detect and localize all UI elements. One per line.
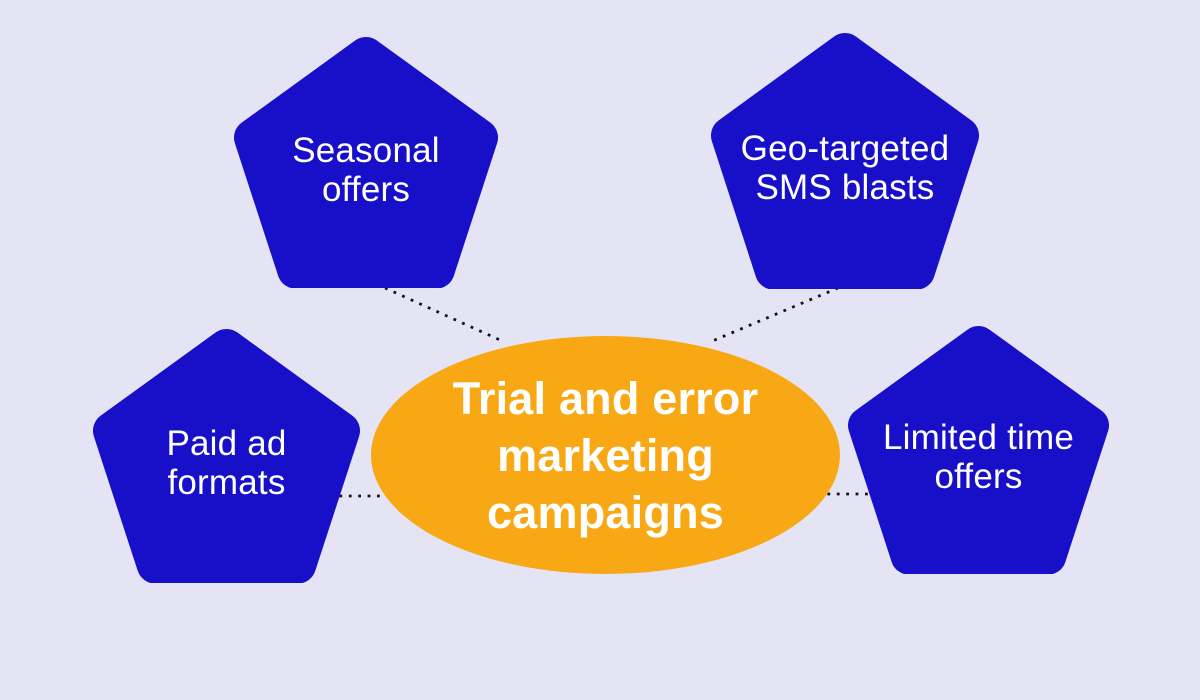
node-label-line: SMS blasts — [755, 168, 935, 207]
node-seasonal-offers: Seasonal offers — [234, 37, 498, 288]
node-label: Seasonal offers — [234, 44, 498, 295]
node-label-line: Paid ad — [166, 424, 287, 463]
node-label: Paid ad formats — [93, 336, 360, 590]
pentagon-icon — [711, 33, 979, 289]
node-label-line: Limited time — [882, 418, 1075, 457]
connector-seasonal-offers — [384, 286, 501, 342]
node-label-line: formats — [167, 463, 286, 502]
center-label-line: marketing — [497, 429, 714, 481]
pentagon-shape — [711, 33, 979, 289]
pentagon-icon — [234, 37, 498, 288]
node-paid-ad-formats: Paid ad formats — [93, 329, 360, 583]
node-limited-time-offers: Limited time offers — [848, 326, 1109, 574]
pentagon-shape — [234, 37, 498, 288]
pentagon-shape — [848, 326, 1109, 574]
center-label-line: campaigns — [487, 486, 724, 538]
node-label: Limited time offers — [848, 333, 1109, 581]
pentagon-shape — [93, 329, 360, 583]
node-label-line: offers — [934, 457, 1023, 496]
pentagon-icon — [93, 329, 360, 583]
pentagon-icon — [848, 326, 1109, 574]
node-geo-targeted-sms-blasts: Geo-targeted SMS blasts — [711, 33, 979, 289]
node-label-line: Geo-targeted — [740, 129, 950, 168]
node-label-line: offers — [321, 169, 411, 209]
ellipse-shape — [371, 336, 840, 574]
center-label-line: Trial and error — [452, 372, 759, 424]
node-label-line: Seasonal — [292, 130, 440, 170]
connector-geo-targeted-sms-blasts — [709, 286, 839, 344]
node-label: Geo-targeted SMS blasts — [711, 40, 979, 296]
node-trial-and-error-marketing-campaigns: Trial and error marketing campaigns — [371, 336, 840, 574]
center-node-label: Trial and error marketing campaigns — [371, 336, 840, 574]
ellipse-icon — [371, 336, 840, 574]
